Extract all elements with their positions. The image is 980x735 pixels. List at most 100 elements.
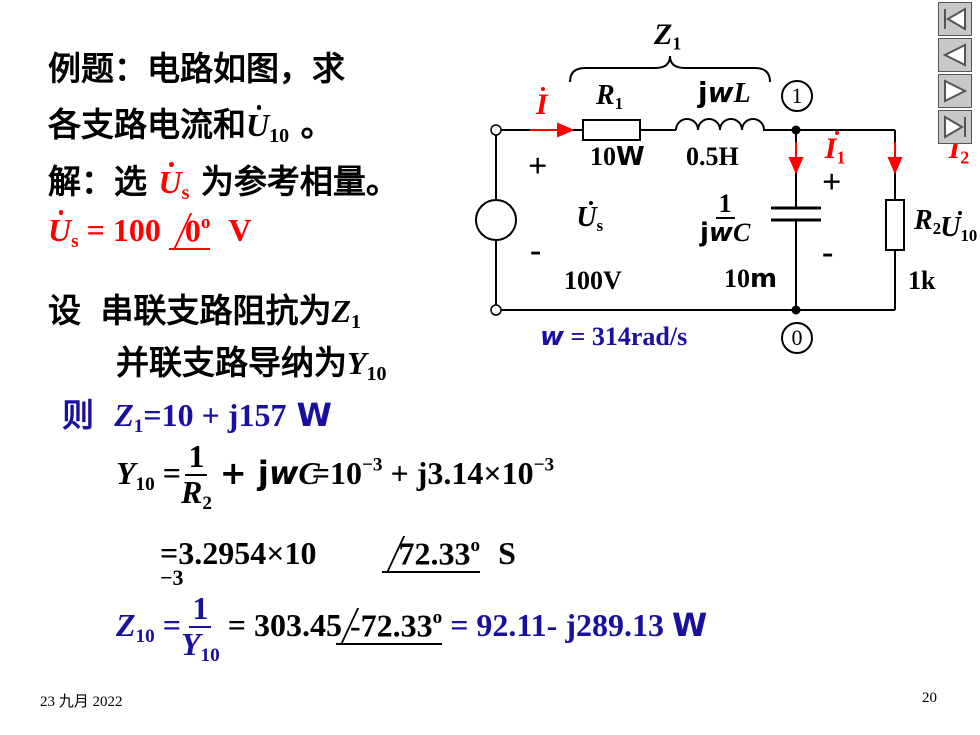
y10-eq-omega: w <box>268 454 299 493</box>
y10-eq-rhs: =10 <box>311 455 362 492</box>
terminal-top-left <box>490 124 502 136</box>
assume-z1-var: Z <box>331 293 352 329</box>
y10-eq-fraction: 1 R2 <box>181 439 212 514</box>
assume-y10-sub: 10 <box>366 363 387 385</box>
source-us-text: U <box>576 202 597 233</box>
nav-prev-button[interactable] <box>938 38 972 72</box>
problem-line-1: 例题：电路如图，求 <box>48 49 345 88</box>
cap-impedance-omega: w <box>708 218 733 249</box>
jwl-j: j <box>698 76 708 109</box>
assume-line-2-text: 并联支路导纳为 <box>116 343 347 382</box>
nav-last-button[interactable] <box>938 110 972 144</box>
capacitor-impedance: 1 jwC <box>700 190 750 248</box>
then-label: 则 <box>62 396 95 434</box>
cap-value-number: 10 <box>724 264 750 293</box>
u10-label-text: U <box>940 212 961 243</box>
previous-slide-icon <box>942 43 966 67</box>
problem-line-2-text: 各支路电流和 <box>48 105 246 144</box>
cap-value-unit: m <box>750 264 778 294</box>
r1-value-unit: W <box>616 142 645 172</box>
y10-polar-exponent: −3 <box>160 565 184 590</box>
us-eq-value: = 100 <box>86 212 161 248</box>
circuit-diagram <box>475 55 905 316</box>
y10-equation: Y10 = 1 R2 + jwC=10−3 + j3.14×10−3 <box>116 439 554 514</box>
y10-eq-lhs-sub: 10 <box>135 473 155 495</box>
r2-label-sub: 2 <box>932 219 942 239</box>
r1-value-number: 10 <box>590 142 616 171</box>
z10-eq-equals: = <box>162 607 181 644</box>
cap-impedance-num: 1 <box>715 190 735 220</box>
z1-eq-unit: W <box>296 396 332 434</box>
node-0-dot <box>791 305 801 315</box>
omega-symbol: w <box>540 322 565 352</box>
source-minus: - <box>530 232 542 269</box>
r2-value: 1k <box>908 266 936 295</box>
assume-z1-sub: 1 <box>351 311 362 333</box>
z10-equation: Z10 = 1 Y10 = 303.45-72.33o = 92.11- j28… <box>116 591 708 666</box>
assume-line-1-text: 串联支路阻抗为 <box>100 291 332 330</box>
current-i-arrowhead <box>557 122 575 138</box>
capacitor-value: 10m <box>724 264 777 294</box>
cap-plus: + <box>822 164 842 201</box>
r1-value: 10W <box>590 142 645 172</box>
i2-text: I <box>948 132 961 165</box>
us-eq-angle: 0o <box>168 211 211 250</box>
assume-line-2: 并联支路导纳为Y10 <box>116 336 387 386</box>
problem-line-2: 各支路电流和U10 。 <box>48 98 334 148</box>
z10-eq-fraction: 1 Y10 <box>180 591 220 666</box>
us-subscript: s <box>181 182 190 204</box>
i2-sub: 2 <box>960 147 970 168</box>
us-eq-subscript: s <box>71 230 79 252</box>
nav-first-button[interactable] <box>938 2 972 36</box>
resistor-r1 <box>582 119 641 141</box>
solution-prefix: 解：选 <box>48 162 147 201</box>
u10-label-sub: 10 <box>960 226 978 246</box>
source-us-label: Us <box>576 200 603 236</box>
z1-eq-rhs: =10 + j157 <box>143 397 287 433</box>
z10-eq-unit: W <box>671 606 708 645</box>
jwl-label: jwL <box>698 76 751 110</box>
y10-eq-frac-den-sub: 2 <box>202 492 212 514</box>
current-i1-label: I1 <box>825 130 846 168</box>
r1-label-text: R <box>596 80 615 111</box>
node-1-label: 1 <box>781 80 813 112</box>
z10-eq-angle-value: -72.33 <box>349 607 433 644</box>
omega-value: w = 314rad/s <box>540 322 687 352</box>
source-plus: + <box>528 148 548 185</box>
z10-eq-angle: -72.33o <box>335 606 443 645</box>
z10-eq-magnitude: = 303.45 <box>227 607 342 644</box>
omega-text: = 314rad/s <box>570 322 688 351</box>
solution-suffix: 为参考相量。 <box>200 162 399 201</box>
cap-impedance-c: C <box>732 218 751 248</box>
y10-polar-value: 3.2954×10 <box>178 535 317 571</box>
node-1-dot <box>791 125 801 135</box>
next-slide-icon <box>944 79 968 103</box>
z1-label: Z1 <box>654 18 681 54</box>
z10-eq-frac-den: Y <box>180 625 201 662</box>
y10-eq-lhs: Y <box>116 455 136 492</box>
r1-label: R1 <box>596 80 623 114</box>
us-eq-symbol: U <box>48 210 72 248</box>
y10-polar-angle: 72.33o <box>382 535 481 573</box>
assume-prefix: 设 <box>48 291 81 330</box>
z1-label-sub: 1 <box>672 33 682 54</box>
problem-line-2-suffix: 。 <box>300 105 334 144</box>
r1-label-sub: 1 <box>614 94 624 114</box>
z1-equation: 则 Z1=10 + j157 W <box>62 390 332 438</box>
z10-eq-frac-num: 1 <box>189 591 212 628</box>
y10-polar-equation: =3.2954×10 −3 72.33o S <box>160 535 516 590</box>
us-eq-degree: o <box>200 211 211 233</box>
z1-label-text: Z <box>654 18 673 51</box>
y10-eq-plus-j: + j <box>219 454 269 493</box>
z10-eq-degree: o <box>432 606 443 628</box>
us-equation: Us = 100 0o V <box>48 210 252 253</box>
z1-eq-var: Z <box>114 397 134 433</box>
cap-impedance-j: j <box>700 218 709 249</box>
y10-eq-exp1: −3 <box>361 454 383 476</box>
z10-eq-lhs-sub: 10 <box>135 625 155 647</box>
y10-polar-angle-value: 72.33 <box>398 535 471 571</box>
i1-sub: 1 <box>836 147 846 168</box>
r2-label: R2 <box>914 205 941 239</box>
nav-next-button[interactable] <box>938 74 972 108</box>
z1-eq-sub: 1 <box>133 415 144 437</box>
